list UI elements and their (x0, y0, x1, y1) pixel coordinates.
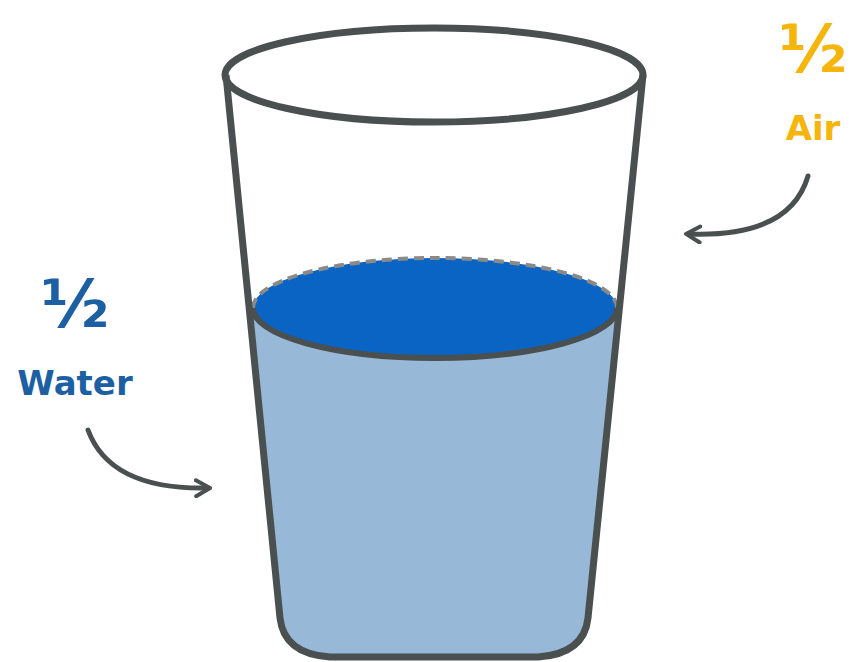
fraction-label: ½ (779, 17, 847, 83)
leader-arrow (88, 430, 208, 488)
fraction-label: ½ (41, 272, 109, 338)
air-label: Air (786, 111, 841, 145)
water-label: Water (17, 366, 132, 400)
water-surface-back-edge (253, 258, 617, 308)
leader-arrow (688, 176, 808, 234)
glass-outline (226, 75, 643, 657)
glass-rim (225, 28, 643, 122)
water-surface-front-edge (253, 308, 617, 358)
water-body (251, 310, 619, 657)
water-surface (253, 258, 617, 358)
